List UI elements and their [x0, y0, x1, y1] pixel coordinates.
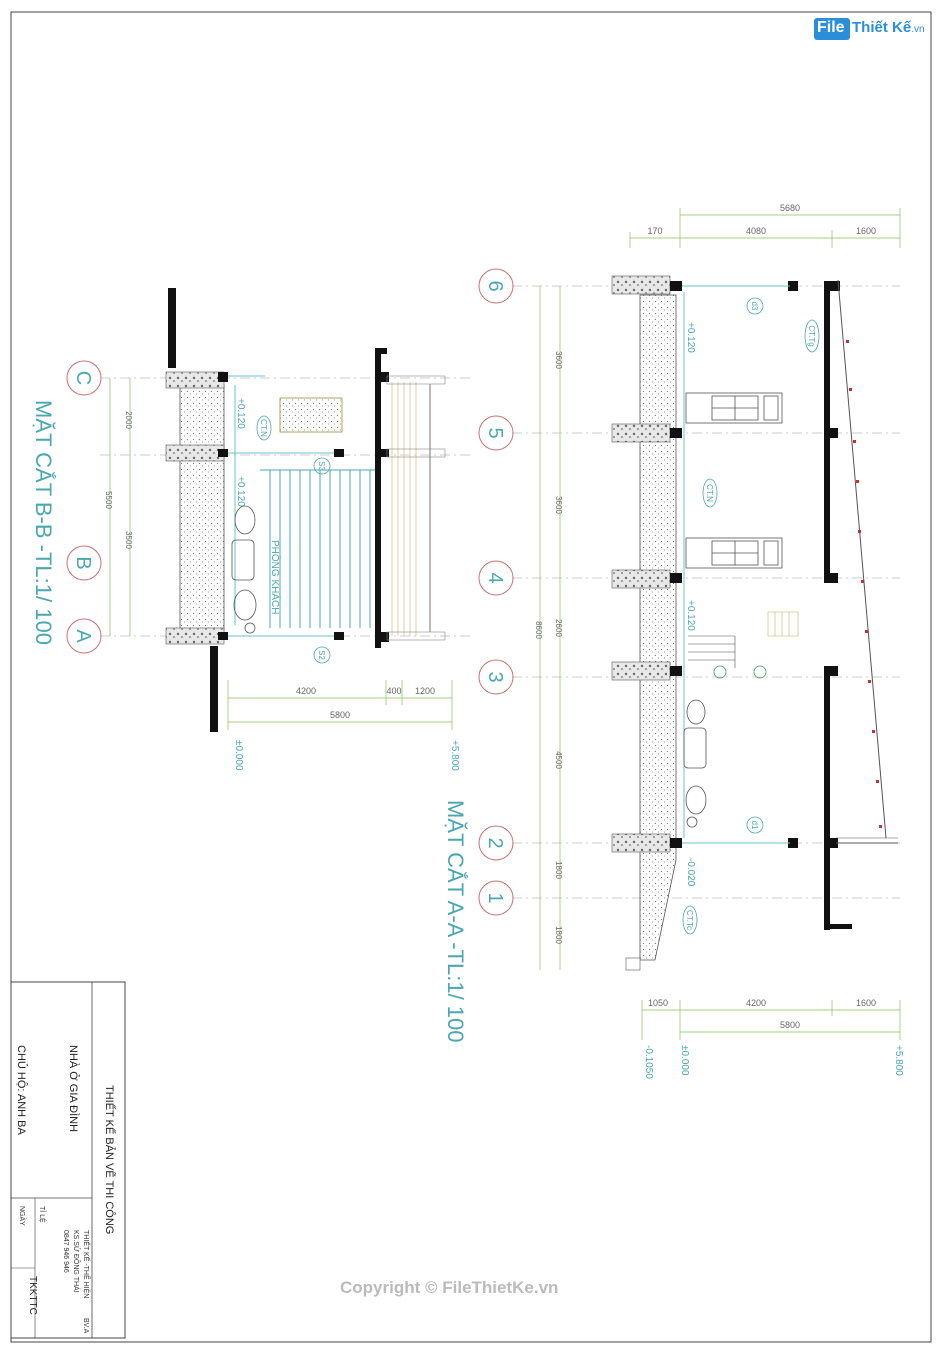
- section-aa: 6 5 4 3 2 1 3600 3600 2600 4500 1800 1: [443, 203, 904, 1079]
- detail-tag: CT.N: [705, 484, 714, 502]
- designer-line2: KS.SỬ ĐỒNG THÁI: [72, 1230, 82, 1293]
- level-mark: +5.800: [449, 740, 460, 771]
- title-block: THIẾT KẾ BẢN VẼ THI CÔNG NHÀ Ở GIA ĐÌNH …: [10, 981, 126, 1339]
- dim-left: 2000: [124, 411, 133, 429]
- window-tag: S2: [317, 650, 326, 660]
- window-tag: S3: [317, 461, 326, 471]
- axis-label: 6: [484, 280, 506, 291]
- dim-top: 5680: [780, 203, 800, 213]
- drawing-code: TKKTTC: [27, 1276, 38, 1315]
- axis-label: C: [72, 371, 94, 385]
- dim-left: 1800: [554, 861, 563, 879]
- detail-tag: CT.Tg: [807, 325, 816, 346]
- scale-label: TỈ LỆ: [38, 1206, 47, 1223]
- dim-left: 8600: [534, 621, 543, 639]
- dim-left: 3600: [554, 351, 563, 369]
- axis-bubble-b: [66, 545, 102, 581]
- door-tag: d3: [750, 302, 759, 311]
- level-mark: -0.1050: [643, 1045, 654, 1079]
- section-bb-title: MẶT CẮT B-B -TL:1/ 100: [31, 400, 56, 645]
- dim-bottom: 4200: [746, 998, 766, 1008]
- dim-bottom: 5800: [330, 710, 350, 720]
- logo-box: [814, 18, 850, 40]
- detail-tag: CT.N: [259, 419, 268, 437]
- logo-brand-name: Thiết Kế: [852, 19, 912, 36]
- logo-brand-text: Thiết Kế.vn: [852, 19, 925, 36]
- wall-bottom: [210, 646, 218, 732]
- room-label: PHÒNG KHÁCH: [269, 540, 282, 614]
- dim-top: 1600: [856, 226, 876, 236]
- design-title: THIẾT KẾ BẢN VẼ THI CÔNG: [103, 1085, 116, 1234]
- dim-bottom: 1200: [415, 686, 435, 696]
- stone-top: [165, 371, 225, 389]
- sheet-number: BV.A: [82, 1318, 89, 1334]
- axis-label: 4: [484, 572, 506, 583]
- window-opening: [279, 397, 343, 433]
- level-mark: -0.020: [685, 858, 696, 887]
- dim-bottom: 1050: [648, 998, 668, 1008]
- ground-slope: [639, 844, 677, 961]
- project-name: NHÀ Ở GIA ĐÌNH: [67, 1045, 80, 1132]
- ground-slab: [179, 384, 225, 631]
- stone-bottom: [165, 627, 225, 645]
- level-mark: ±0.000: [233, 740, 244, 771]
- dim-left: 4500: [554, 751, 563, 769]
- door-tag: d1: [750, 821, 759, 830]
- dim-bottom: 5800: [780, 1020, 800, 1030]
- level-mark: +0.120: [235, 398, 246, 429]
- dim-left: 5500: [104, 491, 113, 509]
- filethietke-logo: File Thiết Kế.vn: [814, 14, 934, 44]
- dim-bottom: 4200: [296, 686, 316, 696]
- dim-left: 3500: [124, 531, 133, 549]
- dim-left: 3600: [554, 496, 563, 514]
- dim-bottom: 1600: [856, 998, 876, 1008]
- axis-label: B: [72, 556, 94, 569]
- axis-label: A: [72, 629, 94, 643]
- logo-domain: .vn: [911, 24, 925, 35]
- level-mark: +0.120: [235, 476, 246, 507]
- designer-phone: 0847 946 946: [62, 1230, 69, 1273]
- door-elevation: [685, 392, 783, 569]
- designer-line1: THIẾT KẾ -THỂ HIỆN: [82, 1230, 92, 1298]
- section-bb: C B A 2000 3500 5500 MẶT CẮT B-B -TL:1/ …: [31, 288, 470, 771]
- level-mark: +0.120: [685, 322, 696, 353]
- axis-label: 5: [484, 427, 506, 438]
- dim-left: 2600: [554, 619, 563, 637]
- section-aa-title: MẶT CẮT A-A -TL:1/ 100: [443, 800, 468, 1043]
- level-mark: +5.800: [893, 1045, 904, 1076]
- detail-tag: CT.Tc: [685, 910, 694, 930]
- copyright-watermark: Copyright © FileThietKe.vn: [340, 1278, 559, 1297]
- dim-left: 1800: [554, 926, 563, 944]
- axis-label: 3: [484, 671, 506, 682]
- stone-mid: [165, 444, 225, 462]
- level-mark: +0.120: [685, 600, 696, 631]
- axis-label: 2: [484, 837, 506, 848]
- wall-top: [168, 288, 176, 368]
- dim-top: 4080: [746, 226, 766, 236]
- axis-label: 1: [484, 892, 506, 903]
- level-mark: ±0.000: [679, 1045, 690, 1076]
- owner-name: CHỦ HỘ: ANH BA: [15, 1045, 28, 1136]
- logo-file-text: File: [817, 19, 845, 36]
- date-label: NGÀY: [18, 1206, 27, 1226]
- dim-bottom: 400: [386, 686, 401, 696]
- dim-top: 170: [647, 226, 662, 236]
- sheet-border: [10, 11, 932, 1343]
